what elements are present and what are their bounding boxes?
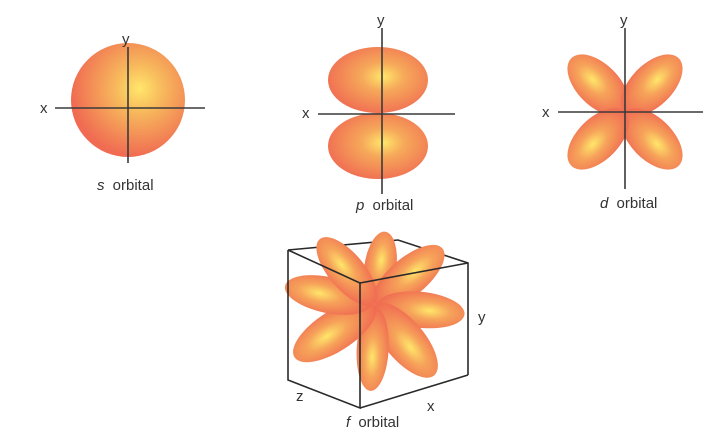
s-y-label: y — [122, 31, 130, 48]
p-orbital-upper-lobe — [328, 47, 428, 113]
d-orbital-caption: d orbital — [600, 195, 657, 212]
f-cube-bottom-edge — [359, 374, 469, 409]
f-orbital-caption: f orbital — [346, 414, 399, 431]
p-orbital-caption: p orbital — [355, 197, 413, 214]
d-x-label: x — [542, 104, 550, 121]
f-orbital-word: orbital — [358, 414, 399, 431]
d-orbital-diagram: x y d orbital — [542, 12, 703, 212]
d-orbital-lobe-lower-left — [567, 108, 629, 170]
d-orbital-lobe-upper-right — [621, 54, 683, 116]
s-orbital-word: orbital — [113, 177, 154, 194]
d-orbital-lobe-lower-right — [621, 108, 683, 170]
f-orbital-lobe-upper-right — [372, 244, 445, 309]
p-orbital-lower-lobe — [328, 113, 428, 179]
p-x-label: x — [302, 105, 310, 122]
s-orbital-diagram: x y s orbital — [40, 31, 205, 194]
s-orbital-caption: s orbital — [97, 177, 154, 194]
f-orbital-lobe-upper-left — [316, 237, 378, 306]
d-orbital-lobe-upper-left — [567, 54, 629, 116]
s-x-label: x — [40, 100, 48, 117]
d-y-label: y — [620, 12, 628, 29]
p-y-label: y — [377, 12, 385, 29]
f-orbital-diagram: y x z f orbital — [284, 231, 486, 431]
f-orbital-letter: f — [346, 414, 352, 431]
p-orbital-letter: p — [355, 197, 364, 214]
p-orbital-diagram: x y p orbital — [302, 12, 455, 214]
f-orbital-lobe-lower-left — [293, 300, 377, 363]
f-orbital-lobe-lower-right — [371, 302, 438, 378]
d-orbital-word: orbital — [617, 195, 658, 212]
f-x-label: x — [427, 398, 435, 415]
f-cube-top-right-edges — [359, 262, 469, 284]
f-y-label: y — [478, 309, 486, 326]
f-z-label: z — [296, 388, 304, 405]
s-orbital-letter: s — [97, 177, 105, 194]
p-orbital-word: orbital — [373, 197, 414, 214]
d-orbital-letter: d — [600, 195, 609, 212]
